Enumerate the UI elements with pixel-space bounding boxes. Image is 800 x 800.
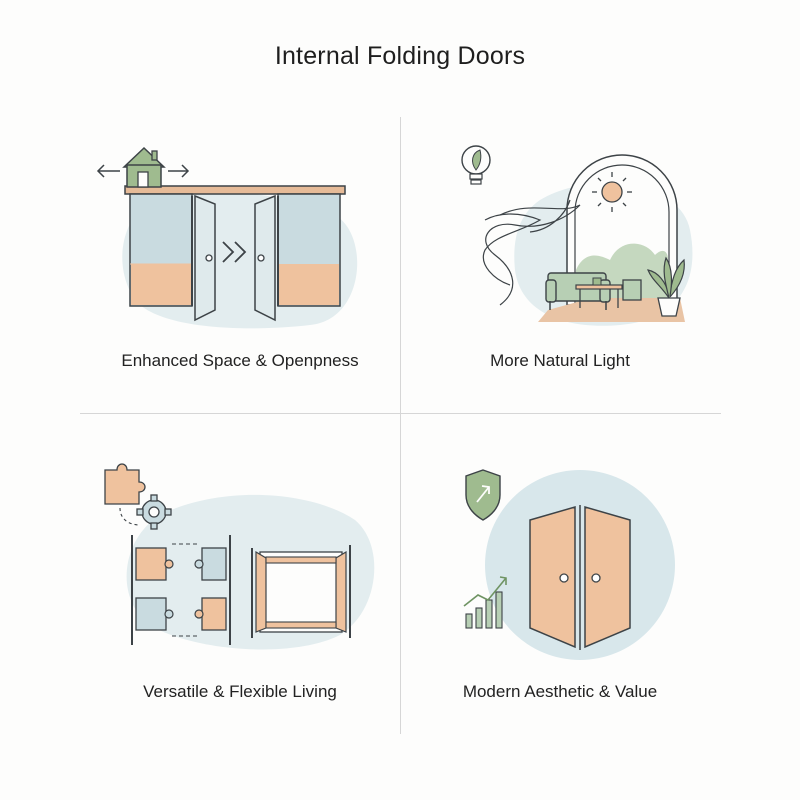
natural-light-illustration bbox=[461, 145, 693, 326]
curtain-swirl bbox=[482, 199, 581, 306]
house-icon bbox=[122, 146, 166, 188]
panel-modern-aesthetic: Modern Aesthetic & Value bbox=[400, 440, 720, 730]
panel-label: Modern Aesthetic & Value bbox=[462, 682, 658, 701]
shield-arrow-icon bbox=[465, 469, 501, 521]
growth-arrow-icon bbox=[463, 576, 507, 607]
sun-icon bbox=[592, 172, 632, 212]
panel-label: Versatile & Flexible Living bbox=[143, 682, 337, 701]
arrow-left-icon bbox=[96, 164, 120, 178]
flexible-layout-illustration bbox=[104, 463, 375, 650]
chevron-right-icon bbox=[222, 241, 247, 263]
panel-versatile-living: Versatile & Flexible Living bbox=[80, 440, 400, 730]
panel-label: More Natural Light bbox=[490, 351, 630, 370]
arrow-right-icon bbox=[168, 164, 190, 178]
lightbulb-leaf-icon bbox=[461, 145, 491, 185]
vertical-divider bbox=[400, 117, 401, 734]
potted-plant-icon bbox=[647, 256, 685, 317]
panel-label: Enhanced Space & Openpness bbox=[121, 351, 359, 370]
modern-doors-illustration bbox=[463, 469, 675, 660]
horizontal-divider bbox=[80, 413, 721, 414]
gear-icon bbox=[136, 494, 172, 530]
folding-doors-illustration bbox=[96, 146, 358, 329]
panel-natural-light: More Natural Light bbox=[400, 120, 720, 410]
panel-enhanced-space: Enhanced Space & Openpness bbox=[80, 120, 400, 410]
page-title: Internal Folding Doors bbox=[274, 42, 526, 70]
puzzle-piece-icon bbox=[104, 463, 146, 505]
